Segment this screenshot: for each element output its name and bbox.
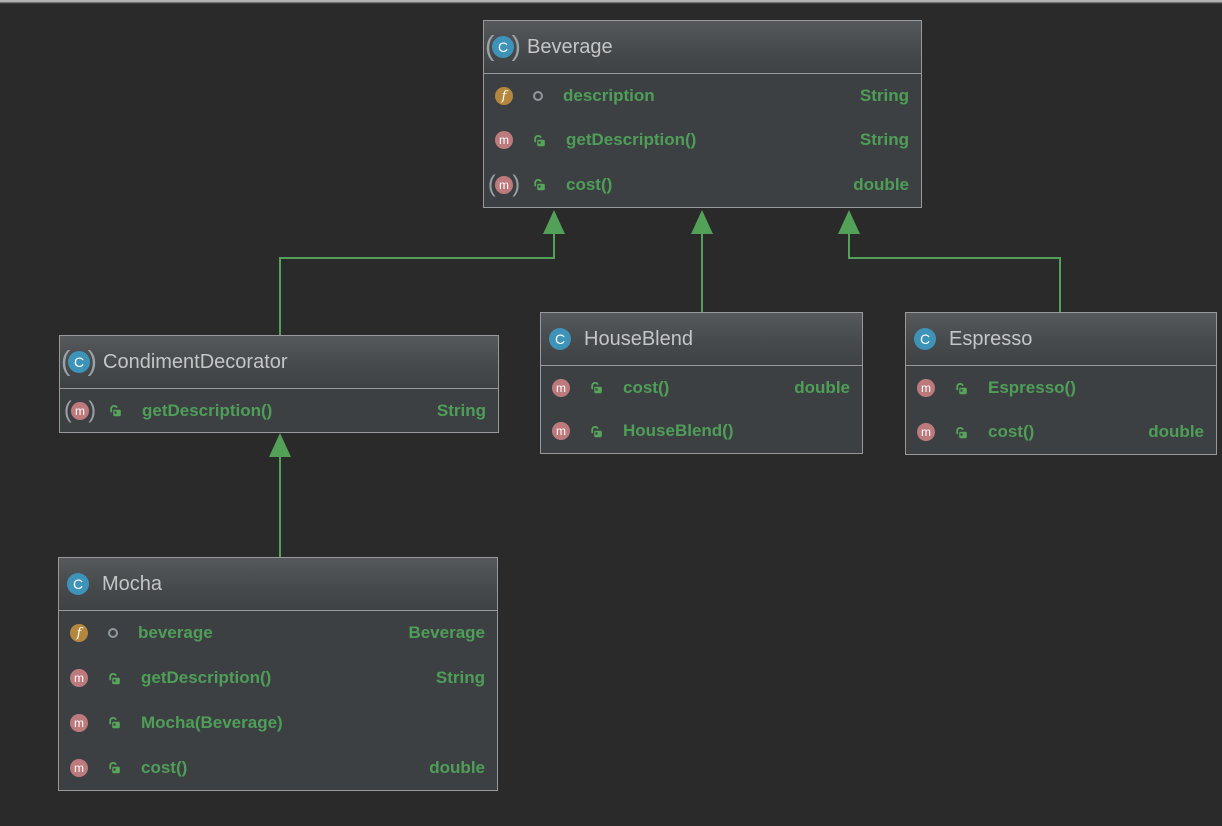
public-visibility-icon bbox=[591, 382, 602, 394]
method-icon: m bbox=[917, 379, 935, 397]
method-icon: m bbox=[495, 131, 513, 150]
member-type: double bbox=[794, 377, 850, 397]
method-icon: m bbox=[70, 758, 88, 777]
member-row[interactable]: m Mocha(Beverage) bbox=[59, 701, 497, 746]
inheritance-edge-houseblend-to-beverage[interactable] bbox=[691, 210, 713, 312]
method-icon: m bbox=[552, 422, 570, 441]
class-icon: C bbox=[549, 328, 571, 350]
member-name: description bbox=[563, 86, 655, 106]
method-icon: m bbox=[917, 423, 935, 441]
class-icon: C bbox=[914, 328, 936, 350]
member-name: Espresso() bbox=[988, 378, 1076, 397]
class-node-body: m Espresso() m cost() double bbox=[906, 366, 1216, 454]
class-title: CondimentDecorator bbox=[103, 350, 288, 373]
class-node-header[interactable]: ( C ) Beverage bbox=[484, 21, 921, 74]
public-visibility-icon bbox=[956, 382, 967, 394]
inheritance-edge-mocha-to-condimentdecorator[interactable] bbox=[269, 433, 291, 557]
toolbar-bottom-edge bbox=[0, 0, 1222, 4]
class-title: Espresso bbox=[949, 327, 1033, 350]
abstract-class-icon: ( C ) bbox=[485, 29, 521, 61]
member-name: getDescription() bbox=[141, 668, 272, 688]
class-icon: C bbox=[67, 573, 89, 595]
inheritance-edge-espresso-to-beverage[interactable] bbox=[838, 210, 1061, 312]
member-name: getDescription() bbox=[566, 130, 697, 150]
member-name: cost() bbox=[566, 174, 613, 194]
class-title: Beverage bbox=[527, 35, 613, 58]
member-row[interactable]: m cost() double bbox=[541, 366, 862, 410]
abstract-class-icon: ( C ) bbox=[61, 344, 97, 376]
member-name: beverage bbox=[138, 623, 213, 643]
public-visibility-icon bbox=[109, 717, 120, 729]
class-node-beverage[interactable]: ( C ) Beverage f description String m ge… bbox=[483, 20, 922, 208]
class-node-header[interactable]: ( C ) CondimentDecorator bbox=[60, 336, 498, 389]
class-node-body: f description String m getDescription() … bbox=[484, 74, 921, 207]
abstract-method-icon: ( m ) bbox=[64, 396, 96, 423]
class-node-header[interactable]: C Espresso bbox=[906, 313, 1216, 366]
member-row[interactable]: ( m ) cost() double bbox=[484, 163, 921, 207]
member-type: Beverage bbox=[408, 623, 485, 643]
inheritance-edge-condimentdecorator-to-beverage[interactable] bbox=[279, 210, 565, 335]
member-type: String bbox=[859, 130, 909, 150]
abstract-method-icon: ( m ) bbox=[488, 170, 520, 197]
class-node-mocha[interactable]: C Mocha f beverage Beverage m getDescrip… bbox=[58, 557, 498, 791]
member-row[interactable]: m cost() double bbox=[59, 745, 497, 790]
class-node-condimentdecorator[interactable]: ( C ) CondimentDecorator ( m ) getDescri… bbox=[59, 335, 499, 433]
member-name: Mocha(Beverage) bbox=[141, 712, 283, 732]
member-name: cost() bbox=[141, 757, 188, 777]
class-node-houseblend[interactable]: C HouseBlend m cost() double m HouseBlen… bbox=[540, 312, 863, 454]
method-icon: m bbox=[70, 669, 88, 688]
package-private-visibility-icon bbox=[108, 628, 118, 639]
package-private-visibility-icon bbox=[533, 91, 543, 102]
member-row[interactable]: ( m ) getDescription() String bbox=[60, 389, 498, 432]
member-row[interactable]: f beverage Beverage bbox=[59, 611, 497, 656]
class-node-body: m cost() double m HouseBlend() bbox=[541, 366, 862, 453]
method-icon: m bbox=[552, 378, 570, 397]
inheritance-arrowhead bbox=[691, 210, 713, 234]
class-node-header[interactable]: C Mocha bbox=[59, 558, 497, 611]
member-type: double bbox=[853, 174, 909, 194]
member-row[interactable]: m cost() double bbox=[906, 410, 1216, 454]
member-name: HouseBlend() bbox=[623, 421, 734, 441]
public-visibility-icon bbox=[534, 135, 545, 147]
member-row[interactable]: m HouseBlend() bbox=[541, 410, 862, 454]
member-name: cost() bbox=[988, 422, 1035, 441]
member-name: getDescription() bbox=[142, 400, 273, 420]
member-row[interactable]: m getDescription() String bbox=[59, 656, 497, 701]
class-node-body: f beverage Beverage m getDescription() S… bbox=[59, 611, 497, 790]
class-node-header[interactable]: C HouseBlend bbox=[541, 313, 862, 366]
inheritance-arrowhead bbox=[838, 210, 860, 234]
member-type: double bbox=[1148, 422, 1204, 441]
field-icon: f bbox=[70, 624, 88, 643]
member-row[interactable]: m getDescription() String bbox=[484, 118, 921, 162]
member-type: String bbox=[435, 668, 485, 688]
member-type: String bbox=[436, 400, 486, 420]
class-title: Mocha bbox=[102, 572, 163, 595]
class-node-body: ( m ) getDescription() String bbox=[60, 389, 498, 432]
member-name: cost() bbox=[623, 377, 670, 397]
member-row[interactable]: m Espresso() bbox=[906, 366, 1216, 410]
public-visibility-icon bbox=[109, 672, 120, 684]
class-node-espresso[interactable]: C Espresso m Espresso() m cost() double bbox=[905, 312, 1217, 455]
public-visibility-icon bbox=[110, 405, 121, 417]
public-visibility-icon bbox=[591, 425, 602, 437]
inheritance-arrowhead bbox=[269, 433, 291, 457]
public-visibility-icon bbox=[534, 179, 545, 191]
member-type: double bbox=[429, 757, 485, 777]
public-visibility-icon bbox=[109, 762, 120, 774]
inheritance-arrowhead bbox=[543, 210, 565, 234]
method-icon: m bbox=[70, 713, 88, 732]
member-type: String bbox=[859, 86, 909, 106]
public-visibility-icon bbox=[956, 426, 967, 438]
field-icon: f bbox=[495, 87, 513, 106]
class-title: HouseBlend bbox=[584, 327, 693, 350]
member-row[interactable]: f description String bbox=[484, 74, 921, 118]
